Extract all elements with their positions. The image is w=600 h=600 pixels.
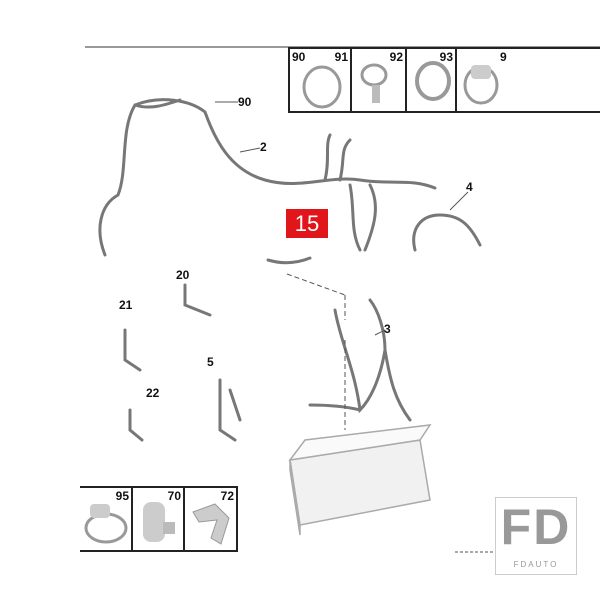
bottom-table-cell-72[interactable]: 72 [183, 486, 238, 552]
top-table-cell-90-91[interactable]: 90 91 [288, 47, 352, 113]
battery-drawing [288, 424, 432, 536]
cable-tie-icon [302, 65, 342, 109]
clamp-icon [463, 65, 499, 105]
part-number: 72 [220, 489, 234, 503]
part-label-22: 22 [146, 386, 160, 400]
part-label-2: 2 [260, 140, 267, 154]
clamp-icon [415, 61, 451, 101]
part-label-90: 90 [238, 95, 252, 109]
highlighted-part-callout[interactable]: 15 [286, 209, 328, 238]
logo-mark: FD [500, 499, 572, 555]
part-label-3: 3 [384, 322, 391, 336]
main-harness [98, 98, 437, 257]
clamp-icon [84, 504, 128, 544]
part-label-5: 5 [207, 355, 214, 369]
logo-text: FDAUTO [513, 560, 559, 569]
part-number: 92 [389, 50, 403, 64]
harness-3 [333, 298, 387, 414]
part-number: 9 [500, 50, 507, 64]
part-number: 93 [439, 50, 453, 64]
connector-tube-icon [143, 502, 175, 542]
top-table-cell-92[interactable]: 92 [350, 47, 407, 113]
part-label-21: 21 [119, 298, 133, 312]
part-number: 91 [334, 50, 348, 64]
fdauto-logo: FD FDAUTO [495, 497, 577, 575]
bottom-table-cell-95[interactable]: 95 [80, 486, 133, 552]
top-table-cell-94[interactable]: 9 [455, 47, 600, 113]
bottom-table-cell-70[interactable]: 70 [131, 486, 185, 552]
clip-icon [360, 63, 388, 103]
part-number: 90 [292, 50, 306, 64]
part-number: 70 [167, 489, 181, 503]
part-label-20: 20 [176, 268, 190, 282]
part-label-4: 4 [466, 180, 473, 194]
part-number: 95 [115, 489, 129, 503]
top-table-cell-93[interactable]: 93 [405, 47, 457, 113]
harness-4 [412, 213, 482, 252]
clip-icon [192, 503, 230, 545]
